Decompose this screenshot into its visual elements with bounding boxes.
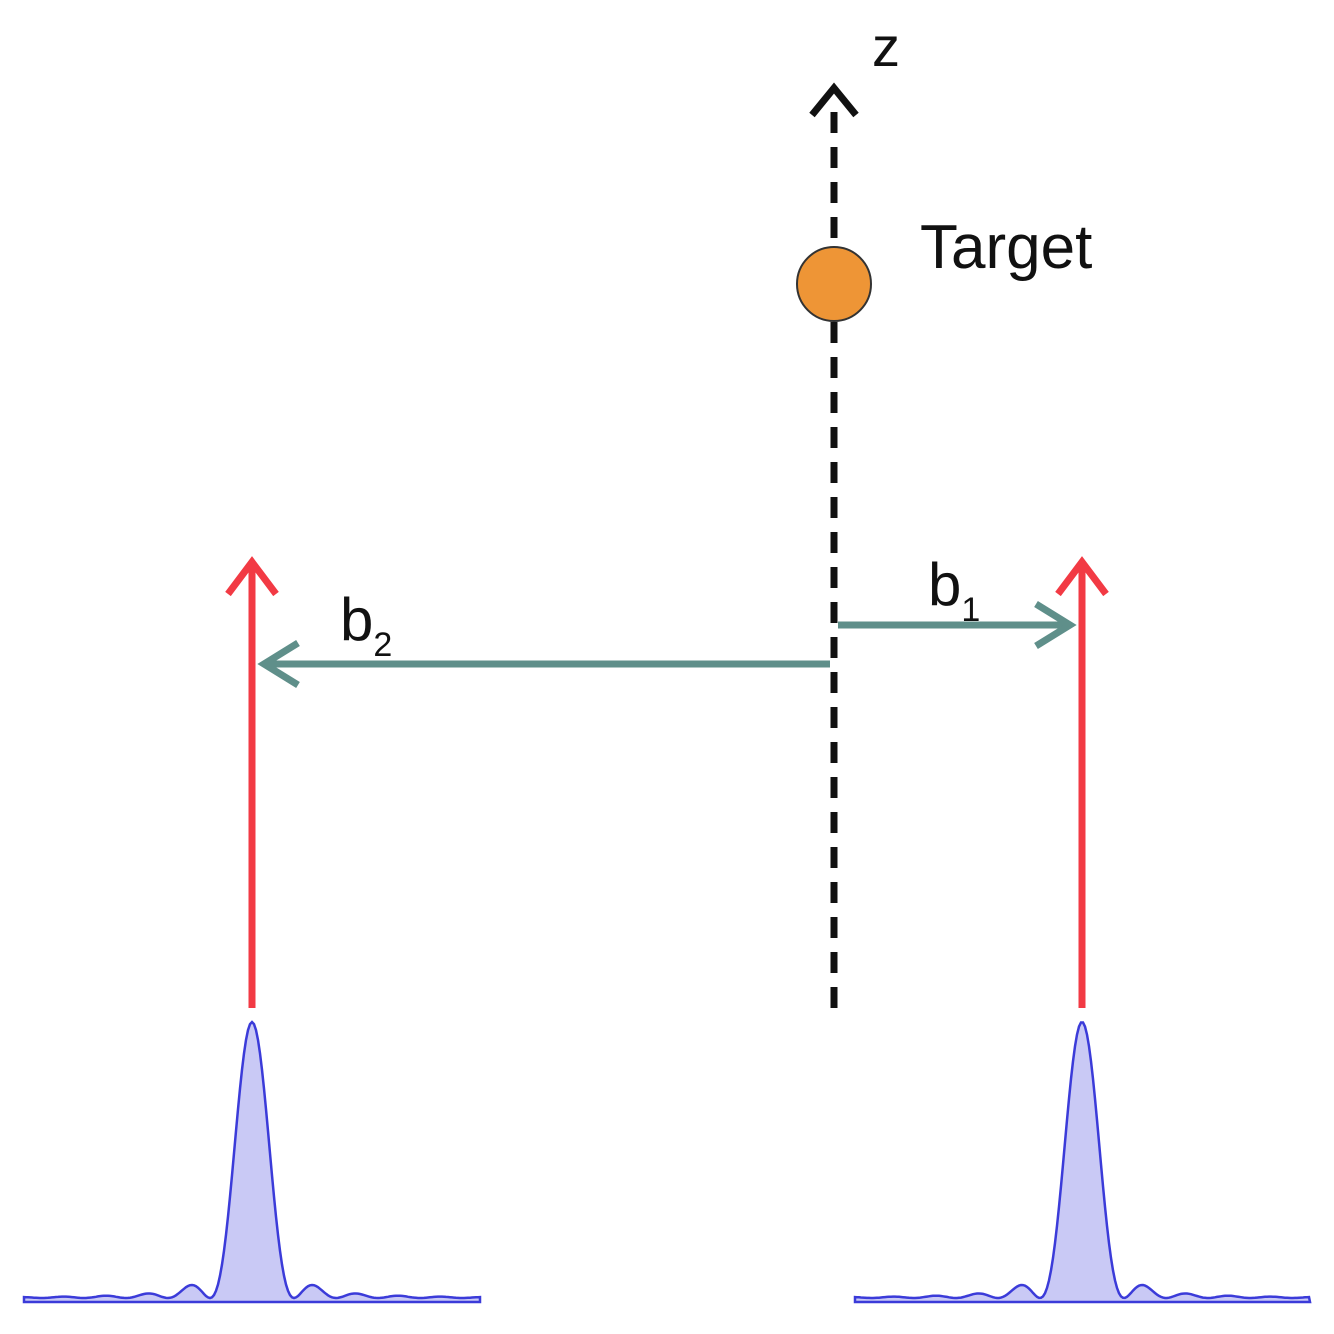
baseline-b1-base: b <box>928 551 961 618</box>
baseline-b2-base: b <box>340 586 373 653</box>
left-beam-arrowhead <box>225 556 279 597</box>
z-axis-label: z <box>872 15 900 78</box>
baseline-b2-arrowhead <box>257 640 300 688</box>
right-beam-arrowhead <box>1055 556 1109 597</box>
right-beam-pattern <box>853 1021 1312 1304</box>
baseline-b1-subscript: 1 <box>961 591 980 629</box>
baseline-b1-arrowhead <box>1034 601 1077 649</box>
baseline-b2-subscript: 2 <box>373 626 392 664</box>
baseline-b1-label: b1 <box>928 551 980 629</box>
left-beam-pattern <box>22 1020 482 1304</box>
target-marker <box>796 246 872 322</box>
baseline-b2-label: b2 <box>340 586 392 664</box>
target-label: Target <box>920 213 1092 282</box>
z-axis-arrowhead <box>809 82 859 118</box>
